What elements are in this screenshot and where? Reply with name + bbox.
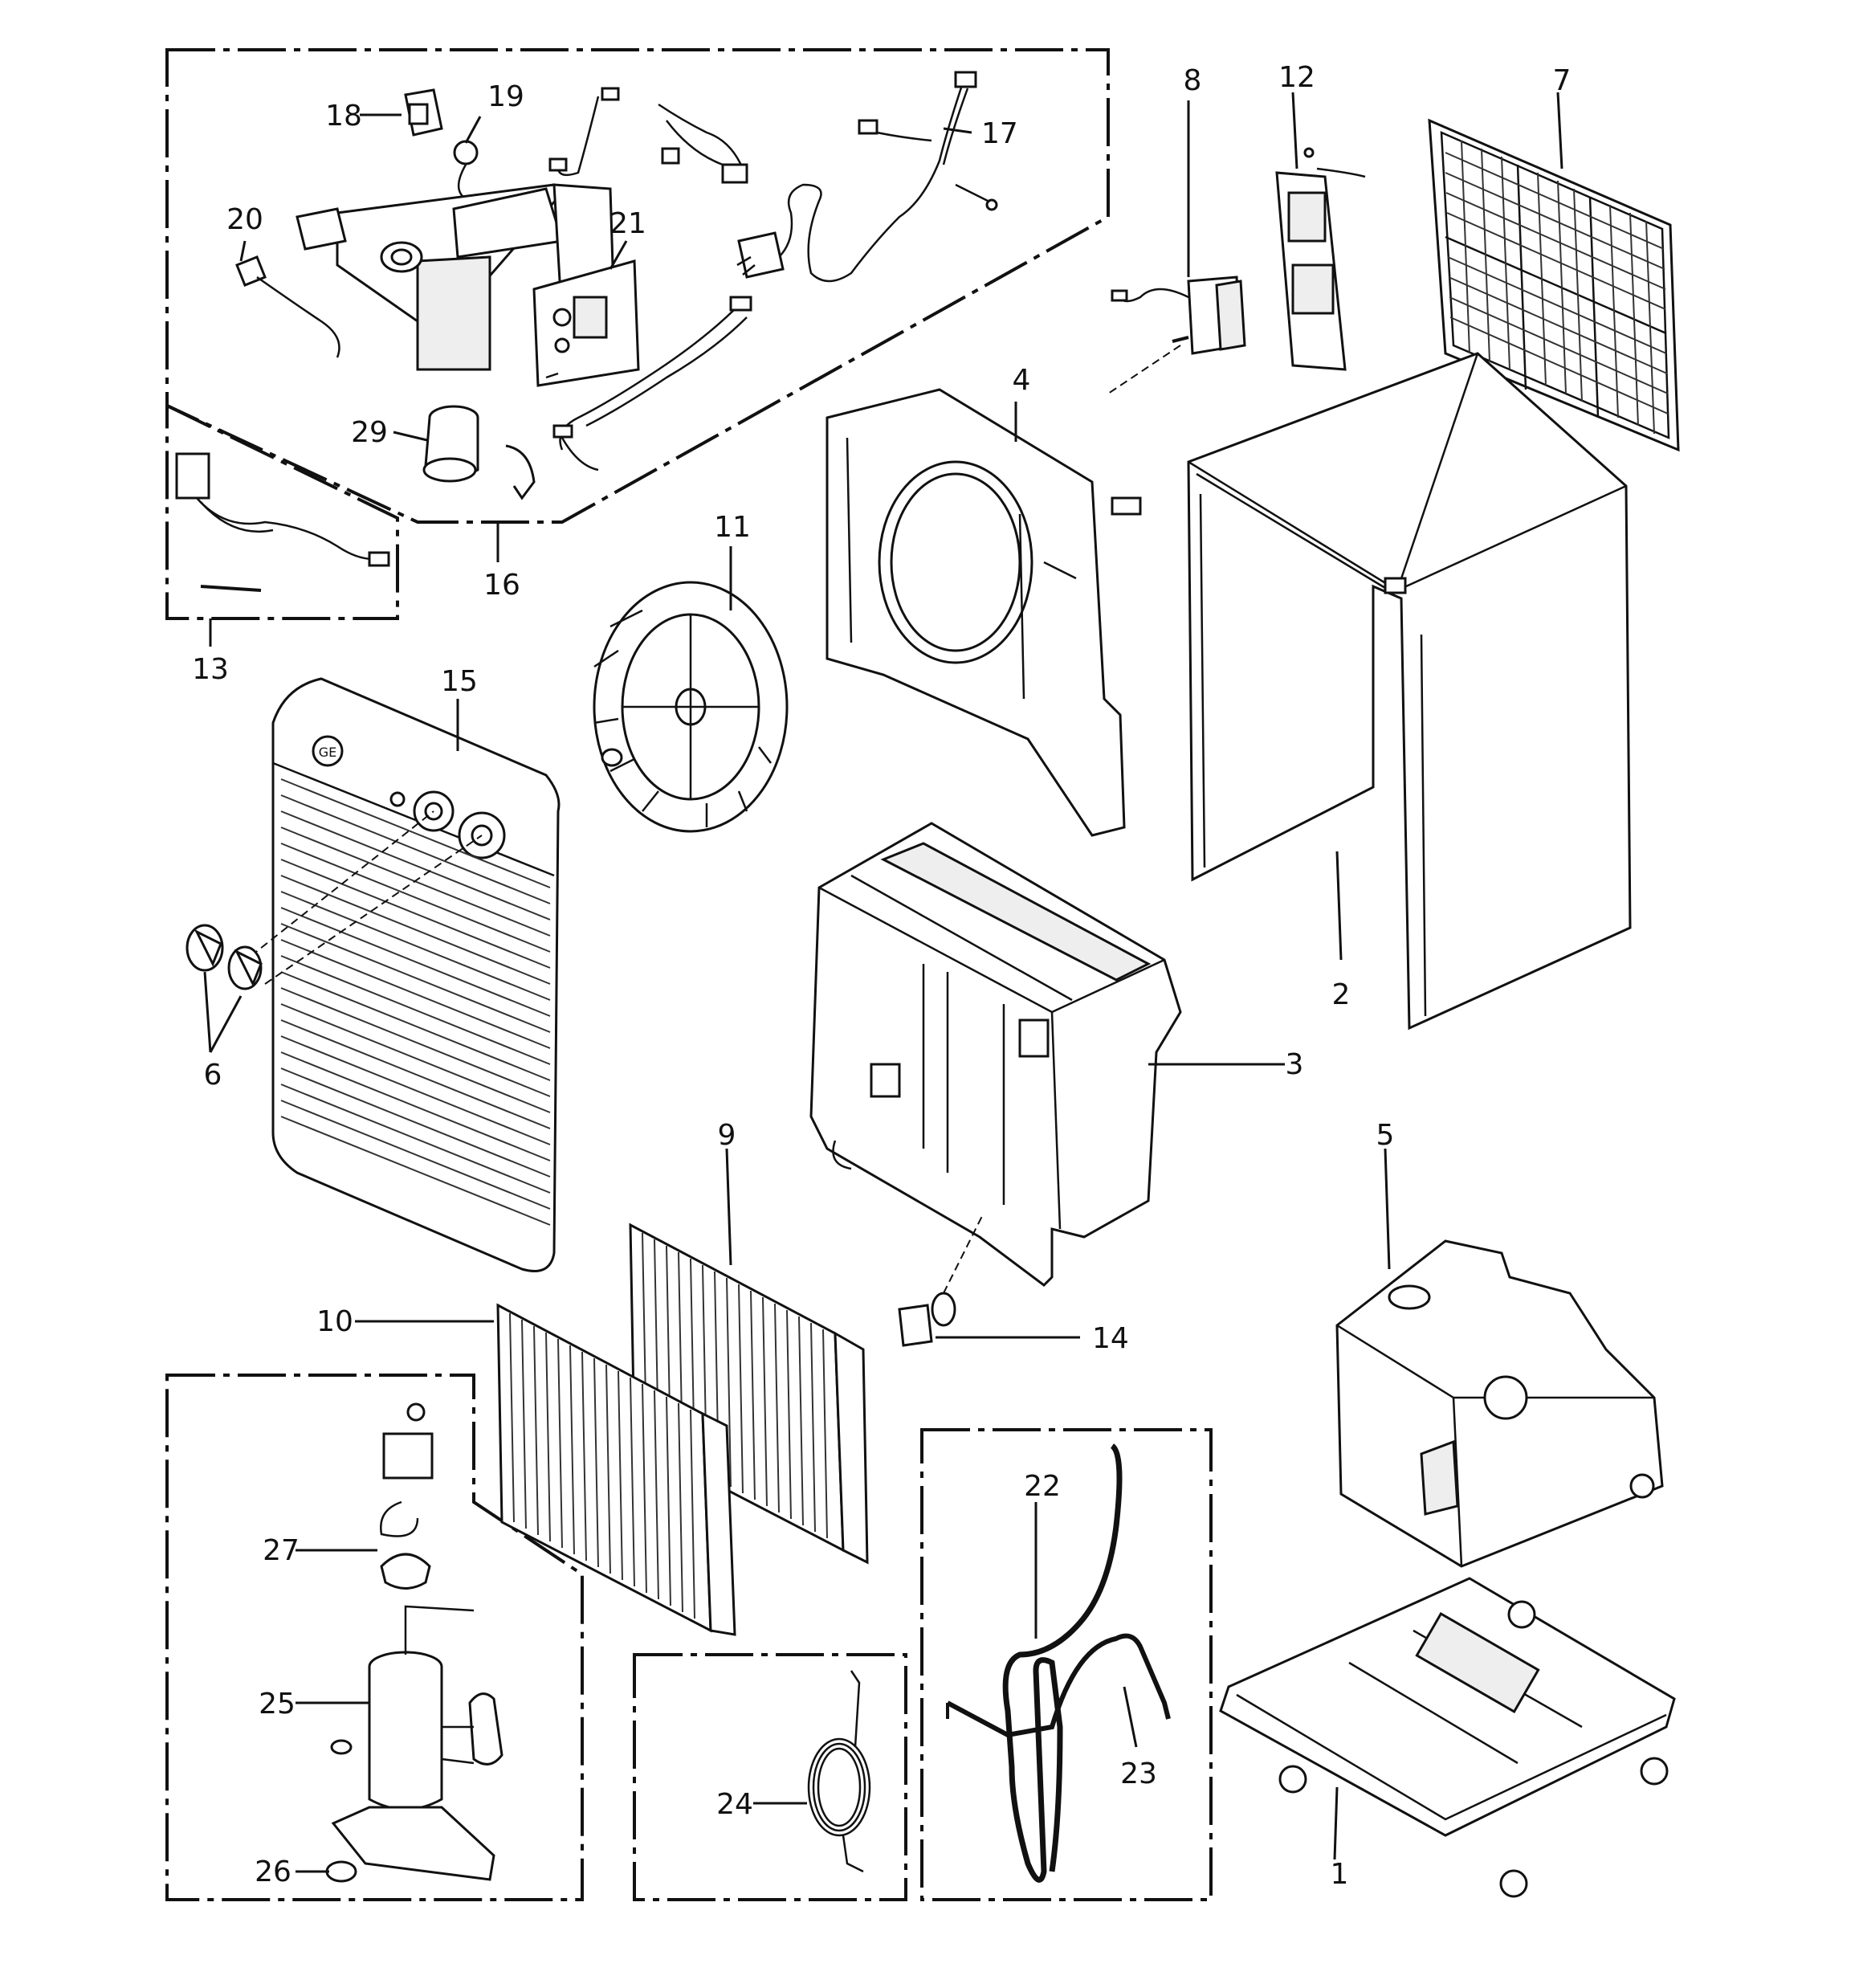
group-box-compressor [165, 1374, 584, 1901]
callout-13: 13 [192, 653, 229, 686]
part-motor-bracket [1275, 147, 1366, 371]
part-blower-wheel [593, 581, 789, 833]
part-wires-top [548, 87, 748, 184]
callout-labels: 1 2 3 4 5 6 7 8 9 10 11 12 13 14 15 16 1… [192, 61, 1571, 1891]
callout-17: 17 [981, 117, 1018, 150]
part-discharge-tube [946, 1633, 1171, 1738]
part-evaporator-coil [496, 1303, 736, 1636]
part-capillary-tube [807, 1670, 871, 1873]
callout-12: 12 [1278, 61, 1315, 94]
filter-mesh [1445, 140, 1669, 435]
ge-logo-mark [312, 735, 344, 767]
callout-8: 8 [1184, 64, 1202, 97]
ge-monogram-icon: GE [319, 745, 337, 760]
callout-25: 25 [259, 1688, 296, 1721]
callout-27: 27 [263, 1534, 300, 1567]
callout-9: 9 [718, 1119, 736, 1152]
caster-wheels [1278, 1600, 1669, 1898]
part-fan-housing [826, 388, 1142, 837]
part-control-board [532, 259, 640, 387]
callout-26: 26 [255, 1855, 291, 1888]
part-capacitor [422, 405, 536, 500]
callout-3: 3 [1286, 1048, 1304, 1081]
callout-7: 7 [1553, 64, 1572, 97]
part-relay [404, 88, 443, 137]
group-box-22-23 [920, 1428, 1213, 1901]
callout-10: 10 [316, 1305, 353, 1338]
front-grille-louvres [280, 778, 551, 1226]
part-cabinet [1187, 352, 1632, 1031]
part-fan-motor [1107, 276, 1246, 394]
callout-24: 24 [716, 1788, 753, 1821]
callout-18: 18 [325, 100, 362, 133]
part-front-panel: GE [240, 677, 561, 1272]
callout-4: 4 [1013, 364, 1031, 397]
condenser-fins [642, 1232, 828, 1539]
part-knobs [185, 924, 263, 990]
group-box-24 [633, 1653, 907, 1901]
part-drain-pan [809, 822, 1182, 1287]
part-base-pan [1219, 1577, 1676, 1898]
part-control-bracket [296, 183, 616, 371]
callout-11: 11 [714, 511, 751, 544]
callout-2: 2 [1332, 978, 1351, 1011]
leader-lines [203, 92, 1563, 1873]
callout-29: 29 [351, 416, 388, 449]
callout-20: 20 [226, 203, 263, 236]
group-box-13 [165, 402, 399, 647]
part-sensor-13 [175, 452, 390, 592]
part-condenser-coil [629, 1223, 869, 1565]
part-suction-tube [1002, 1443, 1123, 1883]
part-bucket [1335, 1239, 1664, 1568]
callout-14: 14 [1092, 1322, 1129, 1355]
callout-1: 1 [1331, 1858, 1349, 1891]
part-compressor [325, 1402, 503, 1883]
part-harness-16 [552, 296, 752, 471]
evaporator-fins [509, 1312, 695, 1619]
callout-21: 21 [609, 207, 646, 240]
callout-16: 16 [483, 569, 520, 602]
part-power-cord [736, 71, 998, 283]
callout-19: 19 [487, 80, 524, 113]
callout-5: 5 [1376, 1119, 1395, 1152]
part-float-switch [898, 1212, 984, 1347]
callout-15: 15 [441, 665, 478, 698]
callout-6: 6 [204, 1059, 222, 1092]
part-switch-20 [235, 255, 340, 358]
callout-22: 22 [1024, 1470, 1061, 1503]
callout-23: 23 [1120, 1757, 1157, 1790]
